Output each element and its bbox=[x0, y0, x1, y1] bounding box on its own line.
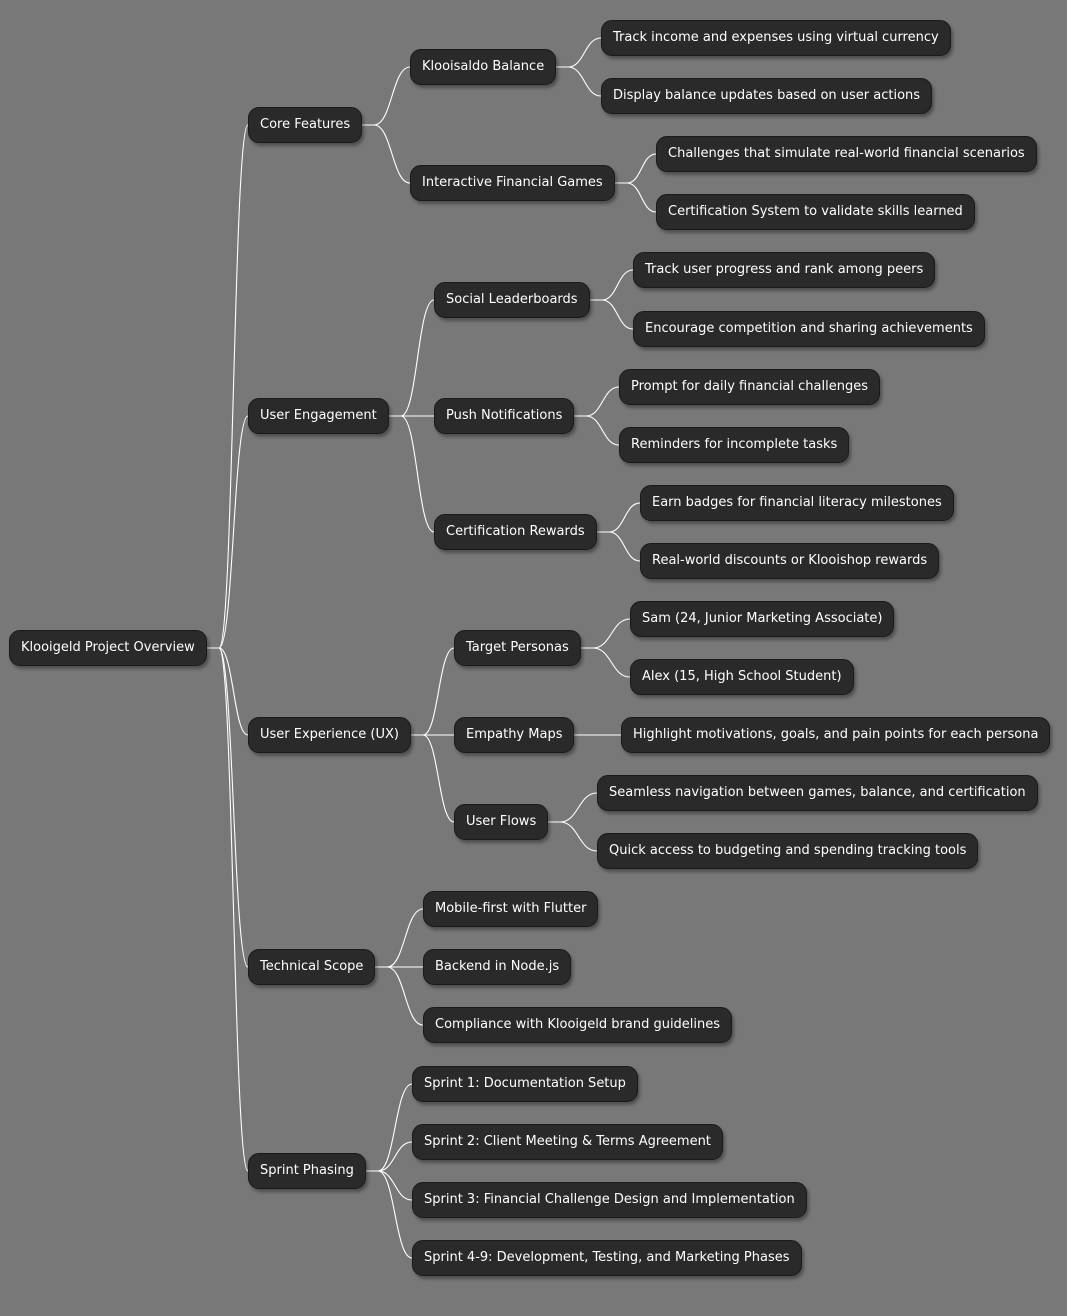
node-backend-nodejs: Backend in Node.js bbox=[423, 949, 572, 985]
connector-root-branch bbox=[207, 415, 249, 649]
branch-sprint-phasing: Sprint Phasing bbox=[248, 1153, 366, 1189]
connector-child-leaf bbox=[574, 386, 620, 417]
connector-child-leaf bbox=[556, 66, 602, 97]
connector-branch-child bbox=[366, 1083, 413, 1172]
connector-child-leaf bbox=[548, 821, 598, 852]
node-user-flows: User Flows bbox=[454, 804, 549, 840]
leaf-track-income-expenses: Track income and expenses using virtual … bbox=[601, 20, 951, 56]
node-push-notifications: Push Notifications bbox=[434, 398, 575, 434]
connector-branch-child bbox=[366, 1141, 413, 1172]
branch-technical-scope: Technical Scope bbox=[248, 949, 376, 985]
leaf-incomplete-task-reminders: Reminders for incomplete tasks bbox=[619, 427, 850, 463]
leaf-persona-sam: Sam (24, Junior Marketing Associate) bbox=[630, 601, 895, 637]
leaf-display-balance-updates: Display balance updates based on user ac… bbox=[601, 78, 933, 114]
leaf-earn-badges: Earn badges for financial literacy miles… bbox=[640, 485, 954, 521]
connector-child-leaf bbox=[548, 792, 598, 823]
leaf-track-user-progress: Track user progress and rank among peers bbox=[633, 252, 936, 288]
node-sprint-1: Sprint 1: Documentation Setup bbox=[412, 1066, 638, 1102]
connector-child-leaf bbox=[590, 269, 634, 301]
connector-root-branch bbox=[207, 647, 249, 1172]
connector-root-branch bbox=[207, 647, 249, 968]
root-node: Klooigeld Project Overview bbox=[9, 630, 207, 666]
connector-branch-child bbox=[411, 647, 455, 736]
node-sprint-3: Sprint 3: Financial Challenge Design and… bbox=[412, 1182, 807, 1218]
connector-child-leaf bbox=[615, 153, 657, 184]
connector-branch-child bbox=[362, 66, 411, 126]
connector-child-leaf bbox=[597, 502, 641, 533]
leaf-highlight-motivations: Highlight motivations, goals, and pain p… bbox=[621, 717, 1051, 753]
connector-branch-child bbox=[411, 734, 455, 823]
leaf-seamless-navigation: Seamless navigation between games, balan… bbox=[597, 775, 1038, 811]
node-klooisaldo-balance: Klooisaldo Balance bbox=[410, 49, 557, 85]
connector-child-leaf bbox=[556, 37, 602, 68]
connector-branch-child bbox=[389, 415, 435, 533]
leaf-klooishop-rewards: Real-world discounts or Klooishop reward… bbox=[640, 543, 940, 579]
node-sprint-2: Sprint 2: Client Meeting & Terms Agreeme… bbox=[412, 1124, 723, 1160]
connector-branch-child bbox=[375, 908, 424, 968]
branch-user-engagement: User Engagement bbox=[248, 398, 389, 434]
leaf-simulated-challenges: Challenges that simulate real-world fina… bbox=[656, 136, 1037, 172]
connector-branch-child bbox=[375, 966, 424, 1026]
connector-root-branch bbox=[207, 124, 249, 649]
leaf-daily-challenges-prompt: Prompt for daily financial challenges bbox=[619, 369, 880, 405]
node-social-leaderboards: Social Leaderboards bbox=[434, 282, 590, 318]
connector-branch-child bbox=[366, 1170, 413, 1201]
node-empathy-maps: Empathy Maps bbox=[454, 717, 575, 753]
connector-child-leaf bbox=[574, 415, 620, 446]
connector-branch-child bbox=[366, 1170, 413, 1259]
node-brand-compliance: Compliance with Klooigeld brand guidelin… bbox=[423, 1007, 733, 1043]
connector-branch-child bbox=[362, 124, 411, 184]
leaf-encourage-competition: Encourage competition and sharing achiev… bbox=[633, 311, 985, 347]
connector-child-leaf bbox=[581, 618, 631, 649]
node-interactive-financial-games: Interactive Financial Games bbox=[410, 165, 615, 201]
node-certification-rewards: Certification Rewards bbox=[434, 514, 597, 550]
connector-child-leaf bbox=[615, 182, 657, 213]
leaf-certification-system: Certification System to validate skills … bbox=[656, 194, 975, 230]
node-mobile-first-flutter: Mobile-first with Flutter bbox=[423, 891, 599, 927]
connector-child-leaf bbox=[590, 299, 634, 330]
leaf-quick-access-tools: Quick access to budgeting and spending t… bbox=[597, 833, 979, 869]
branch-user-experience: User Experience (UX) bbox=[248, 717, 411, 753]
node-target-personas: Target Personas bbox=[454, 630, 581, 666]
connector-child-leaf bbox=[597, 531, 641, 562]
branch-core-features: Core Features bbox=[248, 107, 363, 143]
connector-branch-child bbox=[389, 299, 435, 417]
connector-child-leaf bbox=[581, 647, 631, 678]
node-sprint-4-9: Sprint 4-9: Development, Testing, and Ma… bbox=[412, 1240, 802, 1276]
leaf-persona-alex: Alex (15, High School Student) bbox=[630, 659, 854, 695]
